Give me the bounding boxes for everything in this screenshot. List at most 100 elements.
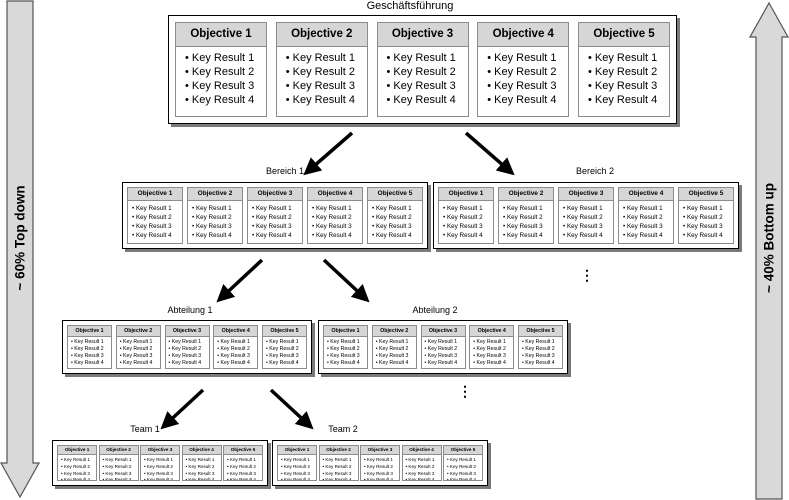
key-result-item: • Key Result 4 — [443, 232, 483, 239]
arrow-a1-team1 — [160, 388, 205, 430]
key-result-item: • Key Result 4 — [185, 94, 255, 106]
objective-card: Objective 4• Key Result 1• Key Result 2•… — [618, 187, 674, 244]
key-result-item: • Key Result 2 — [683, 214, 723, 221]
key-result-item: • Key Result 4 — [312, 232, 352, 239]
key-result-item: • Key Result 3 — [312, 223, 352, 230]
key-result-item: • Key Result 4 — [61, 477, 90, 481]
key-result-list: • Key Result 1• Key Result 2• Key Result… — [188, 201, 242, 243]
key-result-item: • Key Result 2 — [447, 463, 476, 469]
key-result-item: • Key Result 2 — [144, 463, 173, 469]
key-result-item: • Key Result 2 — [327, 346, 360, 352]
key-result-item: • Key Result 1 — [375, 339, 409, 345]
key-result-item: • Key Result 4 — [473, 360, 506, 366]
key-result-item: • Key Result 2 — [364, 463, 393, 469]
key-result-item: • Key Result 1 — [252, 205, 292, 212]
key-result-item: • Key Result 1 — [327, 339, 360, 345]
key-result-item: • Key Result 4 — [386, 94, 456, 106]
key-result-item: • Key Result 1 — [119, 339, 153, 345]
key-result-item: • Key Result 2 — [372, 214, 412, 221]
key-result-list: • Key Result 1• Key Result 2• Key Result… — [559, 201, 613, 243]
key-result-list: • Key Result 1• Key Result 2• Key Result… — [248, 201, 302, 243]
objective-card: Objective 3• Key Result 1• Key Result 2•… — [558, 187, 614, 244]
objective-card: Objective 3• Key Result 1• Key Result 2•… — [140, 445, 180, 481]
objective-card: Objective 4• Key Result 1• Key Result 2•… — [181, 445, 222, 481]
objective-card: Objective 2• Key Result 1• Key Result 2•… — [498, 187, 554, 244]
key-result-item: • Key Result 4 — [281, 477, 310, 481]
key-result-list: • Key Result 1• Key Result 2• Key Result… — [278, 455, 316, 481]
key-result-item: • Key Result 1 — [447, 457, 476, 462]
key-result-item: • Key Result 1 — [443, 205, 483, 212]
key-result-item: • Key Result 2 — [588, 66, 658, 78]
key-result-item: • Key Result 4 — [563, 232, 603, 239]
objective-title: Objective 5 — [263, 326, 306, 337]
key-result-item: • Key Result 1 — [372, 205, 412, 212]
key-result-item: • Key Result 2 — [563, 214, 603, 221]
key-result-item: • Key Result 3 — [364, 470, 393, 476]
key-result-list: • Key Result 1• Key Result 2• Key Result… — [128, 201, 182, 243]
key-result-item: • Key Result 2 — [227, 463, 256, 469]
objective-title: Objective 4 — [214, 326, 258, 337]
key-result-list: • Key Result 1• Key Result 2• Key Result… — [176, 47, 266, 116]
objective-card: Objective 1• Key Result 1• Key Result 2•… — [175, 22, 267, 117]
group-label-geschaeftsfuehrung: Geschäftsführung — [366, 0, 454, 12]
key-result-item: • Key Result 2 — [102, 463, 132, 469]
arrow-gf-bereich2 — [464, 131, 515, 176]
key-result-item: • Key Result 3 — [522, 353, 555, 359]
key-result-item: • Key Result 1 — [405, 457, 435, 462]
objective-card: Objective 3• Key Result 1• Key Result 2•… — [376, 22, 469, 117]
key-result-item: • Key Result 2 — [522, 346, 555, 352]
key-result-item: • Key Result 3 — [503, 223, 543, 230]
key-result-item: • Key Result 1 — [61, 457, 90, 462]
key-result-item: • Key Result 4 — [217, 360, 250, 366]
panel-abteilung2: Objective 1• Key Result 1• Key Result 2•… — [318, 320, 568, 374]
objective-title: Objective 1 — [324, 326, 367, 337]
key-result-item: • Key Result 1 — [424, 339, 458, 345]
key-result-item: • Key Result 4 — [375, 360, 409, 366]
objective-title: Objective 5 — [224, 446, 262, 455]
objective-card: Objective 5• Key Result 1• Key Result 2•… — [678, 187, 734, 244]
key-result-item: • Key Result 1 — [503, 205, 543, 212]
key-result-item: • Key Result 1 — [192, 205, 232, 212]
key-result-item: • Key Result 3 — [285, 80, 356, 92]
key-result-item: • Key Result 2 — [312, 214, 352, 221]
bottom-up-arrow — [749, 1, 789, 500]
panel-geschaeftsfuehrung: Objective 1• Key Result 1• Key Result 2•… — [168, 15, 677, 124]
key-result-item: • Key Result 3 — [132, 223, 172, 230]
key-result-item: • Key Result 3 — [192, 223, 232, 230]
key-result-list: • Key Result 1• Key Result 2• Key Result… — [422, 337, 465, 368]
objective-title: Objective 2 — [99, 446, 138, 455]
key-result-list: • Key Result 1• Key Result 2• Key Result… — [68, 337, 111, 368]
objective-title: Objective 1 — [128, 188, 182, 201]
objective-card: Objective 2• Key Result 1• Key Result 2•… — [187, 187, 243, 244]
key-result-item: • Key Result 4 — [266, 360, 299, 366]
objective-card: Objective 2• Key Result 1• Key Result 2•… — [98, 445, 139, 481]
key-result-item: • Key Result 3 — [61, 470, 90, 476]
key-result-list: • Key Result 1• Key Result 2• Key Result… — [183, 455, 221, 481]
key-result-item: • Key Result 4 — [144, 477, 173, 481]
key-result-list: • Key Result 1• Key Result 2• Key Result… — [579, 47, 669, 116]
key-result-item: • Key Result 4 — [447, 477, 476, 481]
key-result-item: • Key Result 4 — [327, 360, 360, 366]
objective-card: Objective 5• Key Result 1• Key Result 2•… — [367, 187, 423, 244]
key-result-item: • Key Result 2 — [503, 214, 543, 221]
key-result-item: • Key Result 3 — [119, 353, 153, 359]
key-result-item: • Key Result 4 — [185, 477, 215, 481]
objective-title: Objective 1 — [176, 23, 266, 47]
key-result-item: • Key Result 4 — [424, 360, 458, 366]
key-result-item: • Key Result 4 — [71, 360, 104, 366]
key-result-list: • Key Result 1• Key Result 2• Key Result… — [277, 47, 367, 116]
key-result-item: • Key Result 4 — [364, 477, 393, 481]
objective-card: Objective 5• Key Result 1• Key Result 2•… — [578, 22, 670, 117]
group-label-abteilung2: Abteilung 2 — [412, 305, 458, 315]
key-result-item: • Key Result 1 — [132, 205, 172, 212]
objective-title: Objective 5 — [444, 446, 482, 455]
key-result-item: • Key Result 4 — [405, 477, 435, 481]
key-result-item: • Key Result 1 — [266, 339, 299, 345]
key-result-item: • Key Result 1 — [487, 52, 557, 64]
ellipsis-bereich: ⋮ — [580, 267, 594, 283]
key-result-list: • Key Result 1• Key Result 2• Key Result… — [679, 201, 733, 243]
objective-card: Objective 4• Key Result 1• Key Result 2•… — [477, 22, 570, 117]
objective-card: Objective 1 • Key Result 1• Key Result 2 •… — [323, 325, 368, 369]
objective-title: Objective 4 — [478, 23, 569, 47]
key-result-item: • Key Result 2 — [322, 463, 352, 469]
